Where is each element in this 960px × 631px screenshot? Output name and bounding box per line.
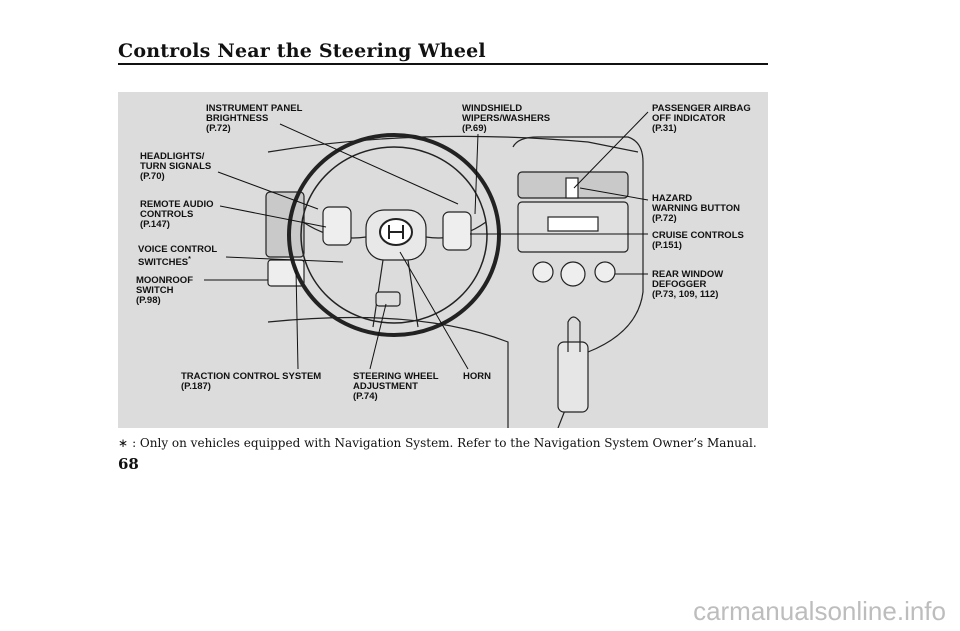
- footnote-mark: ∗: [118, 436, 128, 450]
- label-hazard: HAZARD WARNING BUTTON (P.72): [652, 194, 740, 224]
- page-ref: (P.69): [462, 124, 550, 134]
- page-ref: (P.72): [206, 124, 302, 134]
- label-horn: HORN: [463, 372, 491, 382]
- title-rule: [118, 63, 768, 65]
- page-ref: (P.187): [181, 382, 321, 392]
- footnote-text: : Only on vehicles equipped with Navigat…: [132, 436, 757, 450]
- dashboard-top-curve: [268, 136, 638, 152]
- label-steering-adj: STEERING WHEEL ADJUSTMENT (P.74): [353, 372, 439, 402]
- steering-adjust-lever: [376, 292, 400, 306]
- page-title: Controls Near the Steering Wheel: [118, 40, 486, 62]
- shift-gate: [558, 342, 588, 412]
- leader-horn: [400, 252, 468, 369]
- audio-display: [548, 217, 598, 231]
- label-line: VOICE CONTROL: [138, 245, 217, 255]
- label-instrument-panel: INSTRUMENT PANEL BRIGHTNESS (P.72): [206, 104, 302, 134]
- page-number: 68: [118, 455, 139, 473]
- label-voice-control: VOICE CONTROL SWITCHES*: [138, 245, 217, 268]
- climate-knob-right: [595, 262, 615, 282]
- right-pad: [443, 212, 471, 250]
- watermark: carmanualsonline.info: [693, 596, 946, 627]
- page-ref: (P.73, 109, 112): [652, 290, 723, 300]
- label-cruise: CRUISE CONTROLS (P.151): [652, 231, 744, 251]
- page-ref: (P.151): [652, 241, 744, 251]
- label-line: SWITCHES: [138, 257, 188, 268]
- label-remote-audio: REMOTE AUDIO CONTROLS (P.147): [140, 200, 214, 230]
- page-ref: (P.70): [140, 172, 211, 182]
- label-moonroof: MOONROOF SWITCH (P.98): [136, 276, 193, 306]
- label-passenger-airbag: PASSENGER AIRBAG OFF INDICATOR (P.31): [652, 104, 751, 134]
- page-ref: (P.72): [652, 214, 740, 224]
- left-pad: [323, 207, 351, 245]
- page-ref: (P.147): [140, 220, 214, 230]
- climate-knob-center: [561, 262, 585, 286]
- page-ref: (P.74): [353, 392, 439, 402]
- label-traction: TRACTION CONTROL SYSTEM (P.187): [181, 372, 321, 392]
- climate-knob-left: [533, 262, 553, 282]
- label-rear-window: REAR WINDOW DEFOGGER (P.73, 109, 112): [652, 270, 723, 300]
- footnote: ∗ : Only on vehicles equipped with Naviga…: [118, 436, 757, 450]
- page-ref: (P.31): [652, 124, 751, 134]
- label-line: HORN: [463, 372, 491, 382]
- label-windshield: WINDSHIELD WIPERS/WASHERS (P.69): [462, 104, 550, 134]
- footnote-mark: *: [188, 256, 191, 263]
- page-ref: (P.98): [136, 296, 193, 306]
- hazard-button: [566, 178, 578, 198]
- label-headlights: HEADLIGHTS/ TURN SIGNALS (P.70): [140, 152, 211, 182]
